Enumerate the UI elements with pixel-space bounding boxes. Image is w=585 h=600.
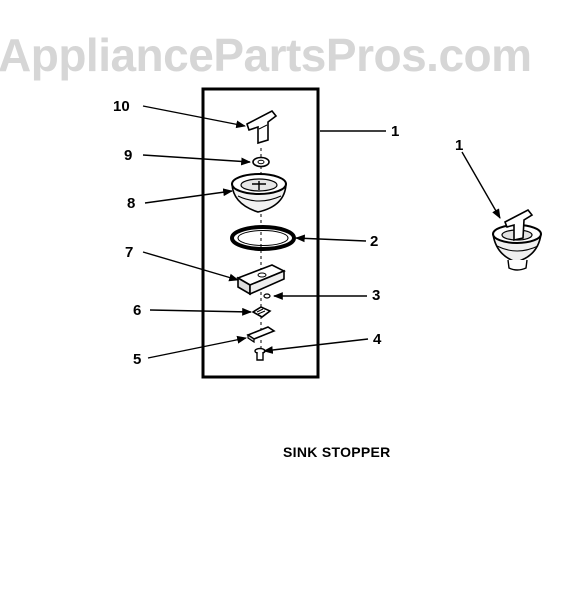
leader-line-7 <box>142 251 239 282</box>
callout-8: 8 <box>127 195 135 212</box>
part-7-block <box>236 264 286 296</box>
callout-2: 2 <box>370 233 378 250</box>
callout-3: 3 <box>372 287 380 304</box>
part-4-screw <box>254 347 266 361</box>
leader-line-8 <box>144 188 233 204</box>
callout-7: 7 <box>125 244 133 261</box>
leader-line-4 <box>263 338 369 354</box>
part-9-ring <box>252 156 270 168</box>
leader-line-5 <box>147 335 247 359</box>
leader-line-10 <box>142 105 246 129</box>
watermark-logo: AppliancePartsPros.com <box>0 29 532 81</box>
callout-4: 4 <box>373 331 382 348</box>
leader-line-6 <box>149 307 252 316</box>
assembly-frame <box>201 87 320 379</box>
leader-line-2 <box>295 234 367 243</box>
part-6-clip <box>251 306 272 318</box>
part-2-gasket <box>230 225 296 251</box>
diagram-caption: SINK STOPPER <box>283 444 391 460</box>
callout-5: 5 <box>133 351 141 368</box>
callout-9: 9 <box>124 147 132 164</box>
callout-6: 6 <box>133 302 141 319</box>
leader-line-9 <box>142 154 251 166</box>
assembled-sink-stopper <box>492 208 542 271</box>
callout-1-assembled: 1 <box>455 137 463 154</box>
part-10-stopper-handle <box>246 109 278 145</box>
callout-1-box: 1 <box>391 123 399 140</box>
callout-10: 10 <box>113 98 130 115</box>
part-8-stopper-body <box>231 173 287 213</box>
part-5-plate <box>246 326 276 344</box>
part-3-washer <box>263 293 271 299</box>
leader-line-1-assembled <box>461 151 501 219</box>
